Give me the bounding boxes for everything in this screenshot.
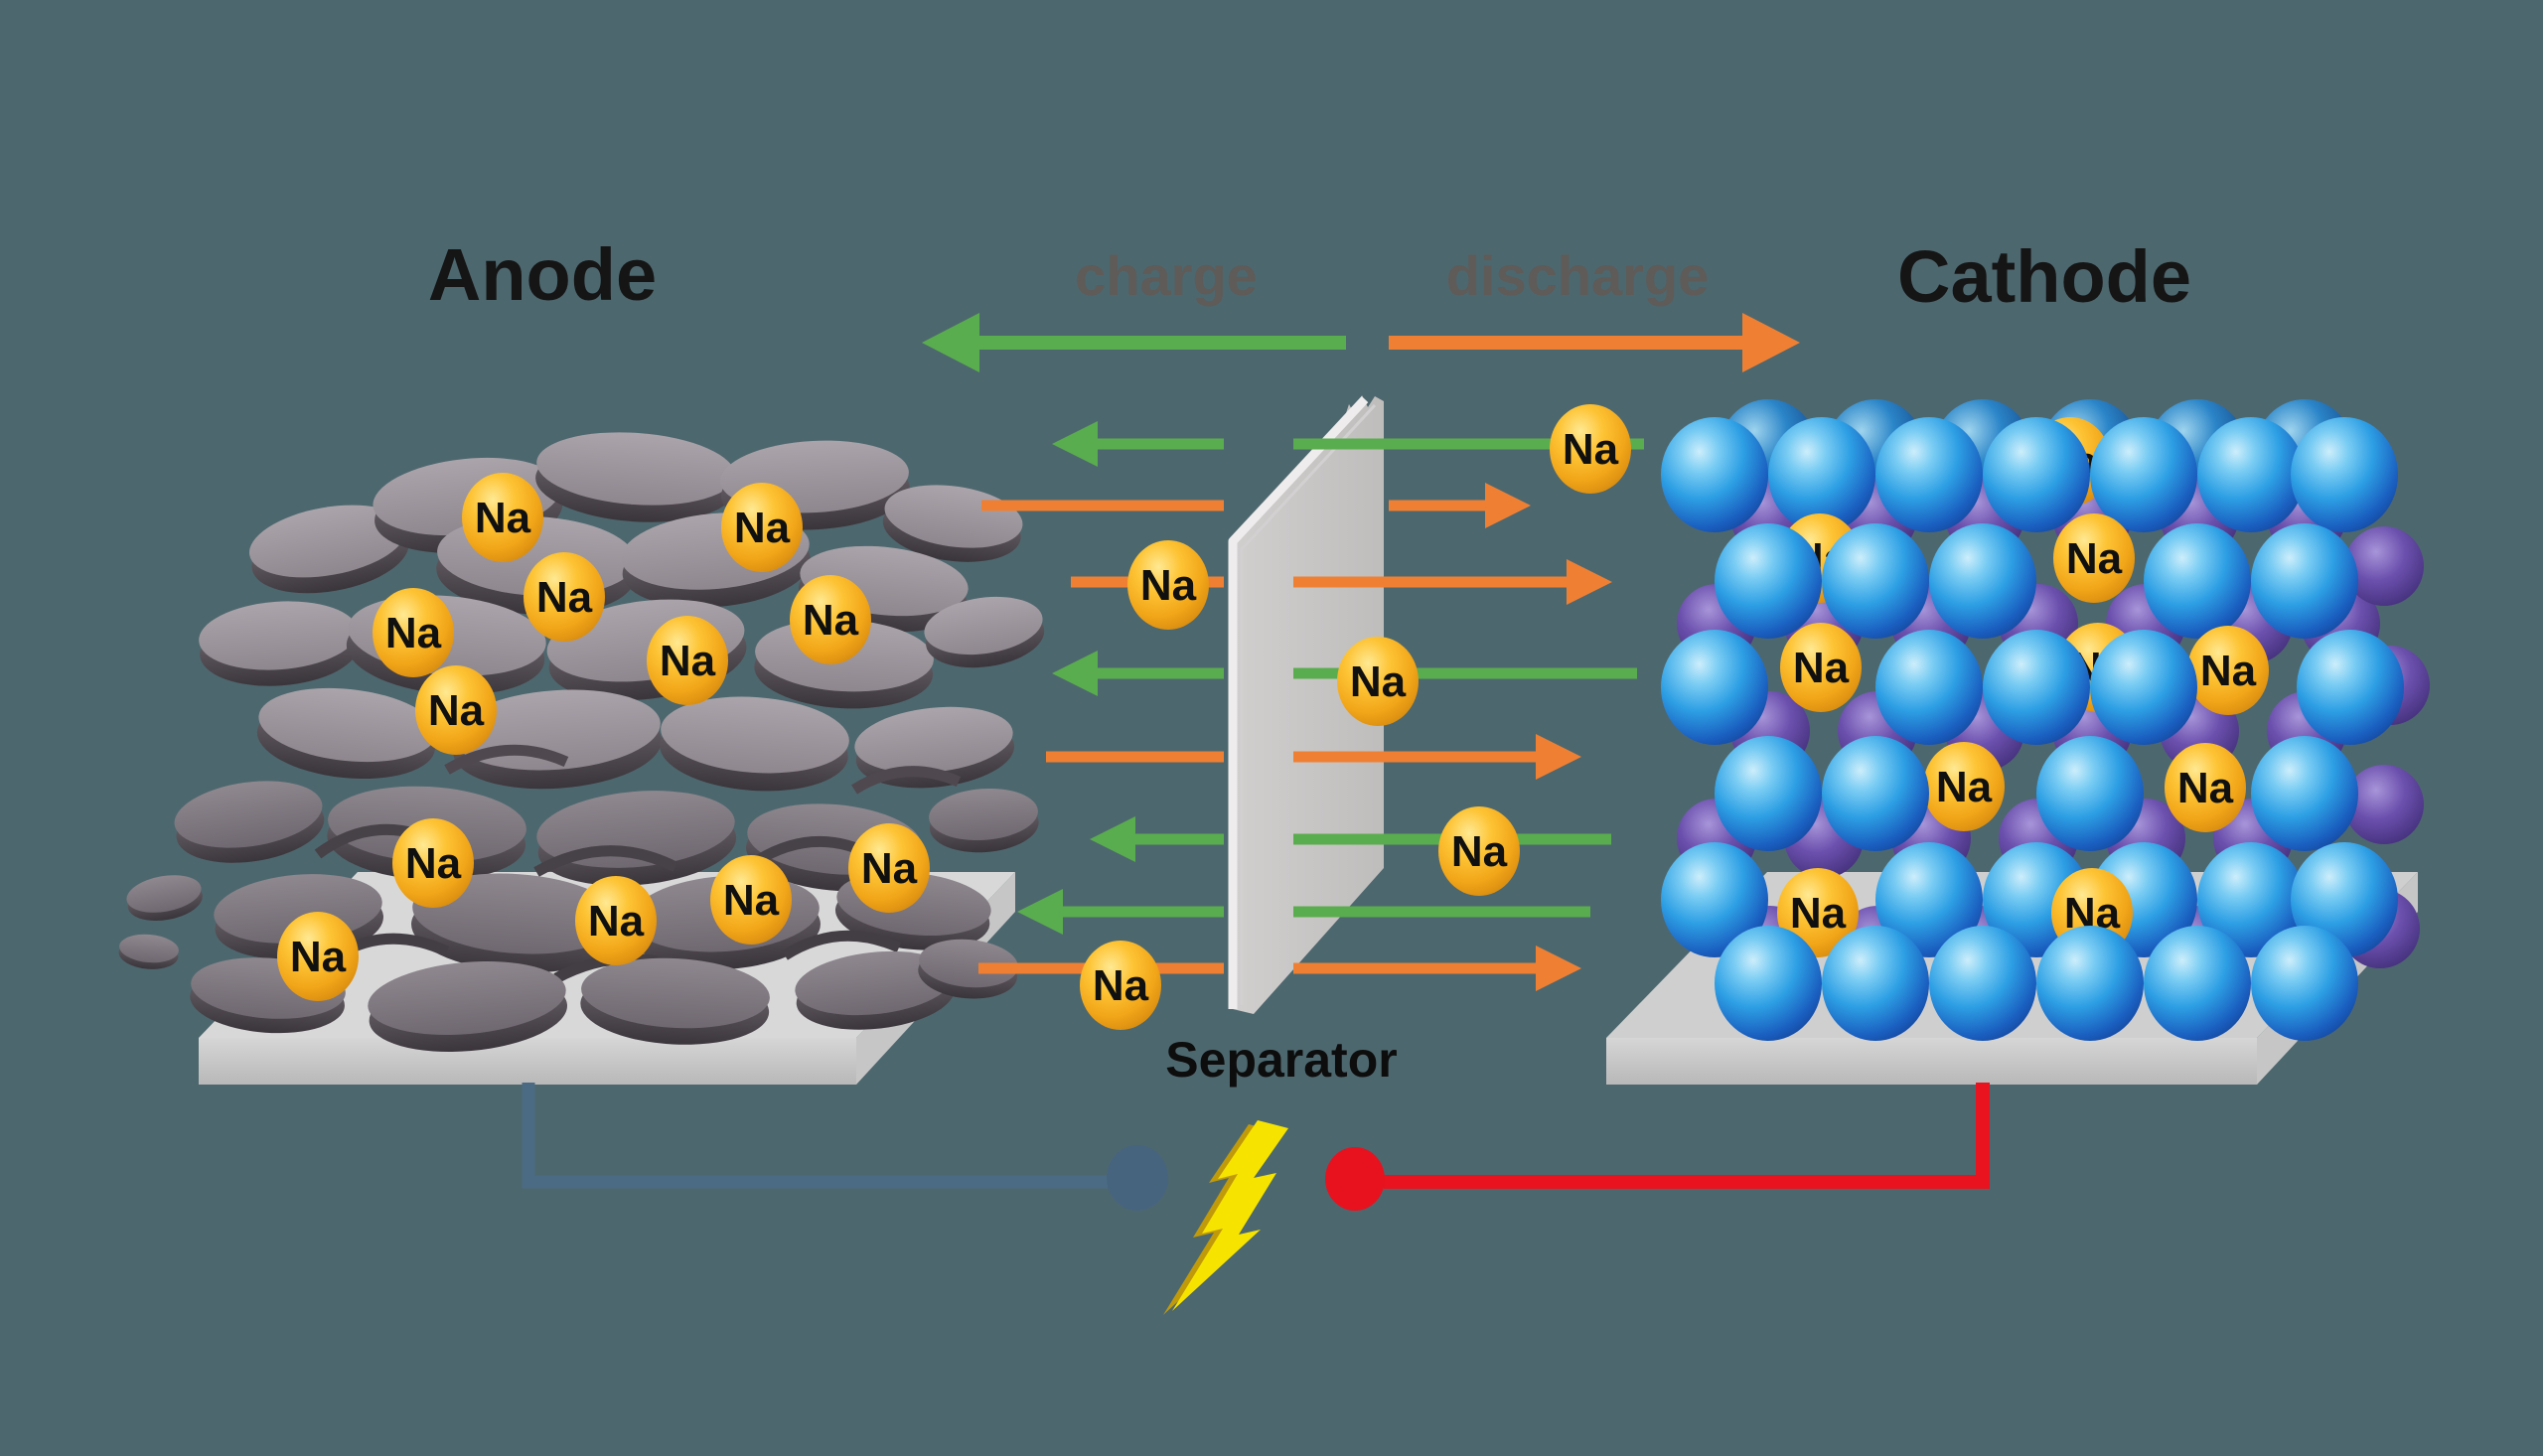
discharge-arrow-main [1389,313,1800,372]
negative-terminal [1107,1145,1168,1211]
cathode-lattice [1661,399,2430,1041]
na-ion [2053,513,2135,603]
na-ion [2165,743,2246,832]
na-ion [462,473,543,562]
na-ion [790,575,871,664]
na-ion [1337,637,1419,726]
discharge-label: discharge [1445,244,1710,307]
lightning-bolt-icon [1163,1120,1288,1315]
circuit [522,1083,1990,1315]
negative-wire [522,1083,1109,1189]
na-ion [277,912,359,1001]
na-ion [524,552,605,642]
charge-label: charge [1075,244,1258,307]
na-ion [415,665,497,755]
na-ion [1080,941,1161,1030]
na-ion [848,823,930,913]
positive-terminal [1325,1147,1385,1211]
na-ion [1550,404,1631,494]
separator-label: Separator [1165,1032,1398,1088]
na-ion [373,588,454,677]
na-ion [1438,806,1520,896]
na-ion [575,876,657,965]
na-ion [1780,623,1862,712]
anode-material-pile [117,426,1049,1060]
positive-wire [1384,1083,1990,1189]
na-ion [721,483,803,572]
charge-arrow-main [922,313,1346,372]
na-ion [2187,626,2269,715]
na-ion [710,855,792,945]
na-ion [392,818,474,908]
na-ion [1923,742,2005,831]
na-ion [1127,540,1209,630]
na-ion [647,616,728,705]
cathode-label: Cathode [1897,235,2191,318]
anode-label: Anode [427,233,658,316]
